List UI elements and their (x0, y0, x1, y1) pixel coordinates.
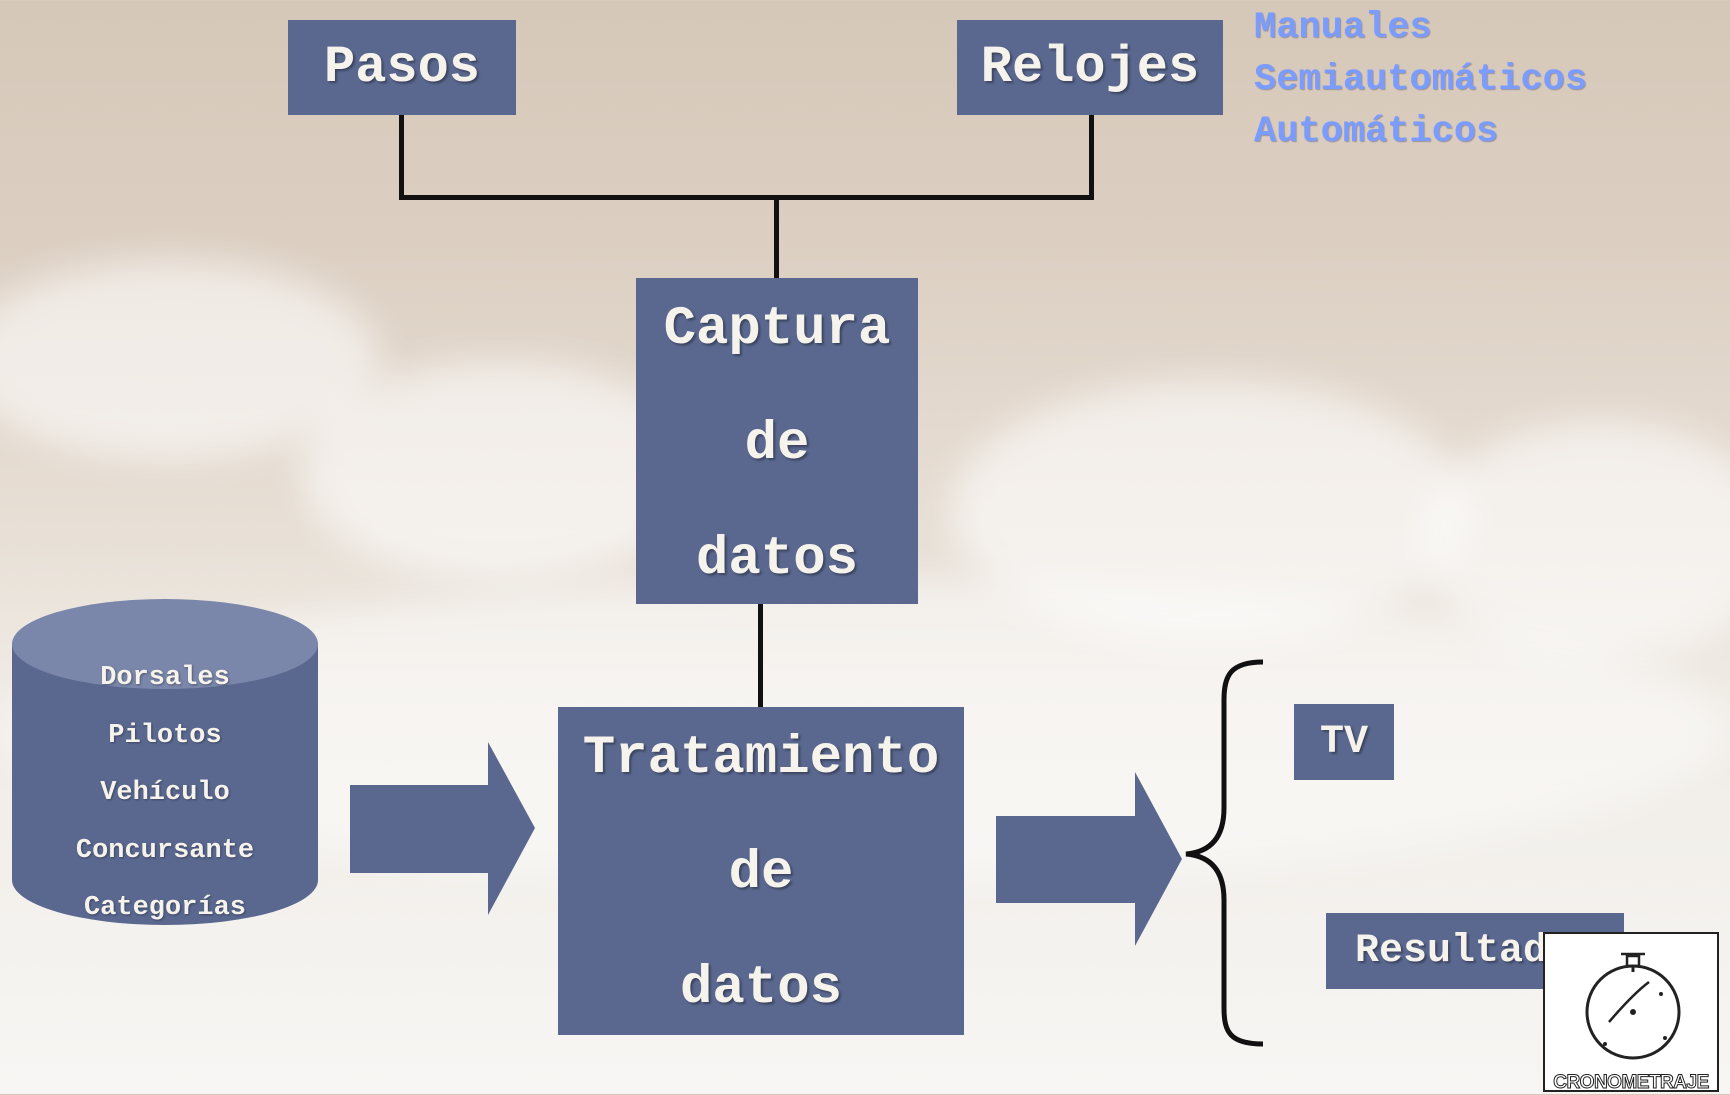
database-field: Categorías (83, 893, 247, 923)
database-field: Dorsales (100, 663, 230, 693)
arrow-right-icon (350, 742, 535, 915)
tv-box: TV (1294, 704, 1394, 780)
connector-relojes-down (1089, 115, 1094, 199)
pasos-box: Pasos (288, 20, 516, 115)
tratamiento-line: datos (679, 957, 843, 1019)
relojes-box: Relojes (957, 20, 1223, 115)
tratamiento-line: de (728, 842, 794, 904)
captura-line: de (744, 413, 810, 475)
connector-horizontal (399, 195, 1094, 200)
arrow-right-icon (996, 772, 1182, 946)
captura-line: datos (695, 528, 859, 590)
clock-types-list: Manuales Semiautomáticos Automáticos (1254, 2, 1587, 158)
connector-captura-tratamiento (758, 603, 763, 708)
database-fields: Dorsales Pilotos Vehículo Concursante Ca… (12, 650, 318, 938)
cloud (1420, 420, 1730, 660)
database-cylinder-icon (12, 599, 318, 925)
tv-label: TV (1319, 719, 1368, 765)
captura-line: Captura (663, 298, 891, 360)
stopwatch-icon (1585, 952, 1681, 1060)
stopwatch-logo (1543, 932, 1719, 1092)
database-field: Concursante (75, 835, 255, 866)
connector-pasos-down (399, 115, 404, 199)
database-field: Vehículo (100, 778, 230, 808)
tratamiento-box: Tratamiento de datos (558, 707, 964, 1035)
clock-type-item: Manuales (1254, 7, 1432, 49)
cloud (950, 380, 1470, 640)
cloud (300, 360, 700, 580)
tratamiento-line: Tratamiento (582, 727, 940, 789)
captura-box: Captura de datos (636, 278, 918, 604)
curly-brace-icon (1185, 659, 1264, 1047)
pasos-label: Pasos (323, 38, 481, 97)
clock-type-item: Semiautomáticos (1254, 59, 1588, 101)
relojes-label: Relojes (980, 38, 1200, 97)
database-field: Pilotos (108, 720, 222, 751)
logo-label: CRONOMETRAJE (1553, 1072, 1710, 1094)
connector-to-captura (774, 195, 779, 280)
clock-type-item: Automáticos (1254, 111, 1499, 153)
